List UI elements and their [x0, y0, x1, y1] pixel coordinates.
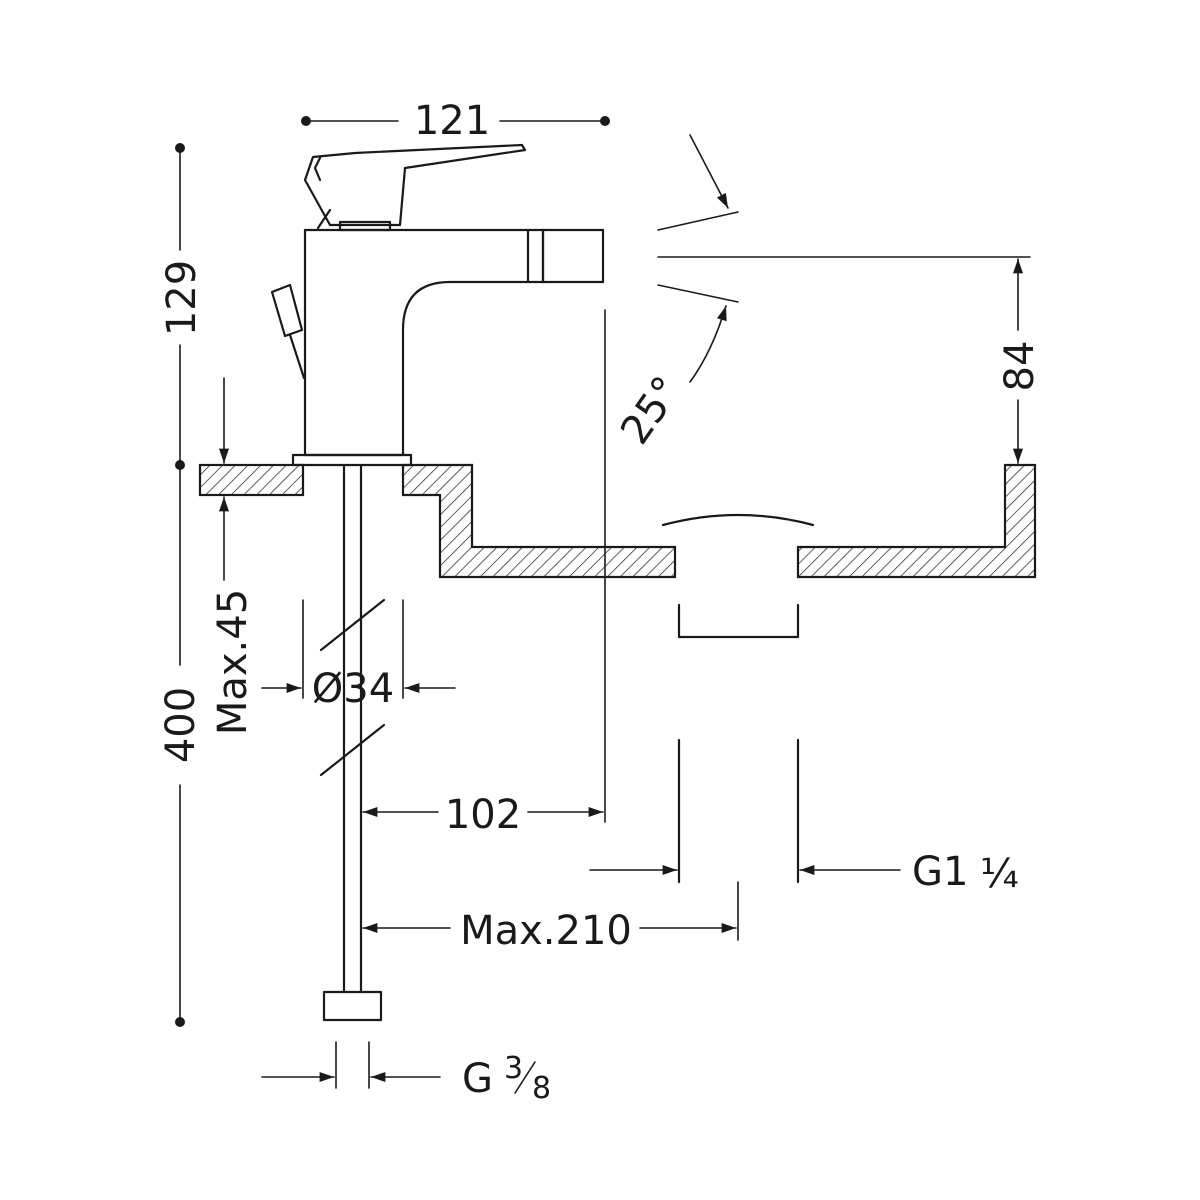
faucet-body	[270, 143, 605, 1022]
dim-deck-thickness-label: Max.45	[210, 589, 256, 735]
basin-right	[796, 463, 1037, 579]
dim-supply-thread-numerator: 3	[504, 1051, 523, 1086]
dim-spout-reach-label: 102	[445, 792, 521, 838]
dim-left-heights: 129 400	[158, 143, 205, 1027]
dim-supply-thread-label: G	[462, 1056, 493, 1102]
deck-right-basin	[401, 463, 677, 579]
dim-waste-thread-label: G1	[912, 849, 968, 895]
dim-drain-height-label: 400	[158, 687, 204, 763]
dim-max-reach-label: Max.210	[460, 908, 632, 954]
dim-waste-thread: G1 ¼	[589, 849, 1019, 897]
dim-spout-height: 84	[657, 256, 1043, 464]
dim-total-height-label: 129	[159, 260, 205, 336]
dim-supply-thread-denominator: 8	[532, 1071, 551, 1106]
dim-hole-diameter: Ø34	[261, 599, 456, 712]
dim-top-width-label: 121	[414, 98, 490, 144]
dim-waste-thread-fraction: ¼	[980, 851, 1019, 897]
dim-supply-thread: G 3 8	[261, 1041, 551, 1106]
dim-top-width: 121	[301, 98, 610, 144]
dim-spout-angle: 25°	[612, 134, 739, 453]
dim-hole-diameter-label: Ø34	[312, 666, 394, 712]
dim-max-reach: Max.210	[362, 881, 739, 954]
deck-left	[198, 463, 305, 497]
dim-spout-height-label: 84	[997, 341, 1043, 392]
dim-deck-thickness: Max.45	[210, 377, 256, 735]
drain-trap	[677, 603, 800, 639]
dim-spout-angle-label: 25°	[612, 368, 690, 452]
dim-spout-reach: 102	[362, 309, 606, 838]
drain-cap	[661, 513, 815, 527]
bidet-section	[198, 463, 1037, 884]
